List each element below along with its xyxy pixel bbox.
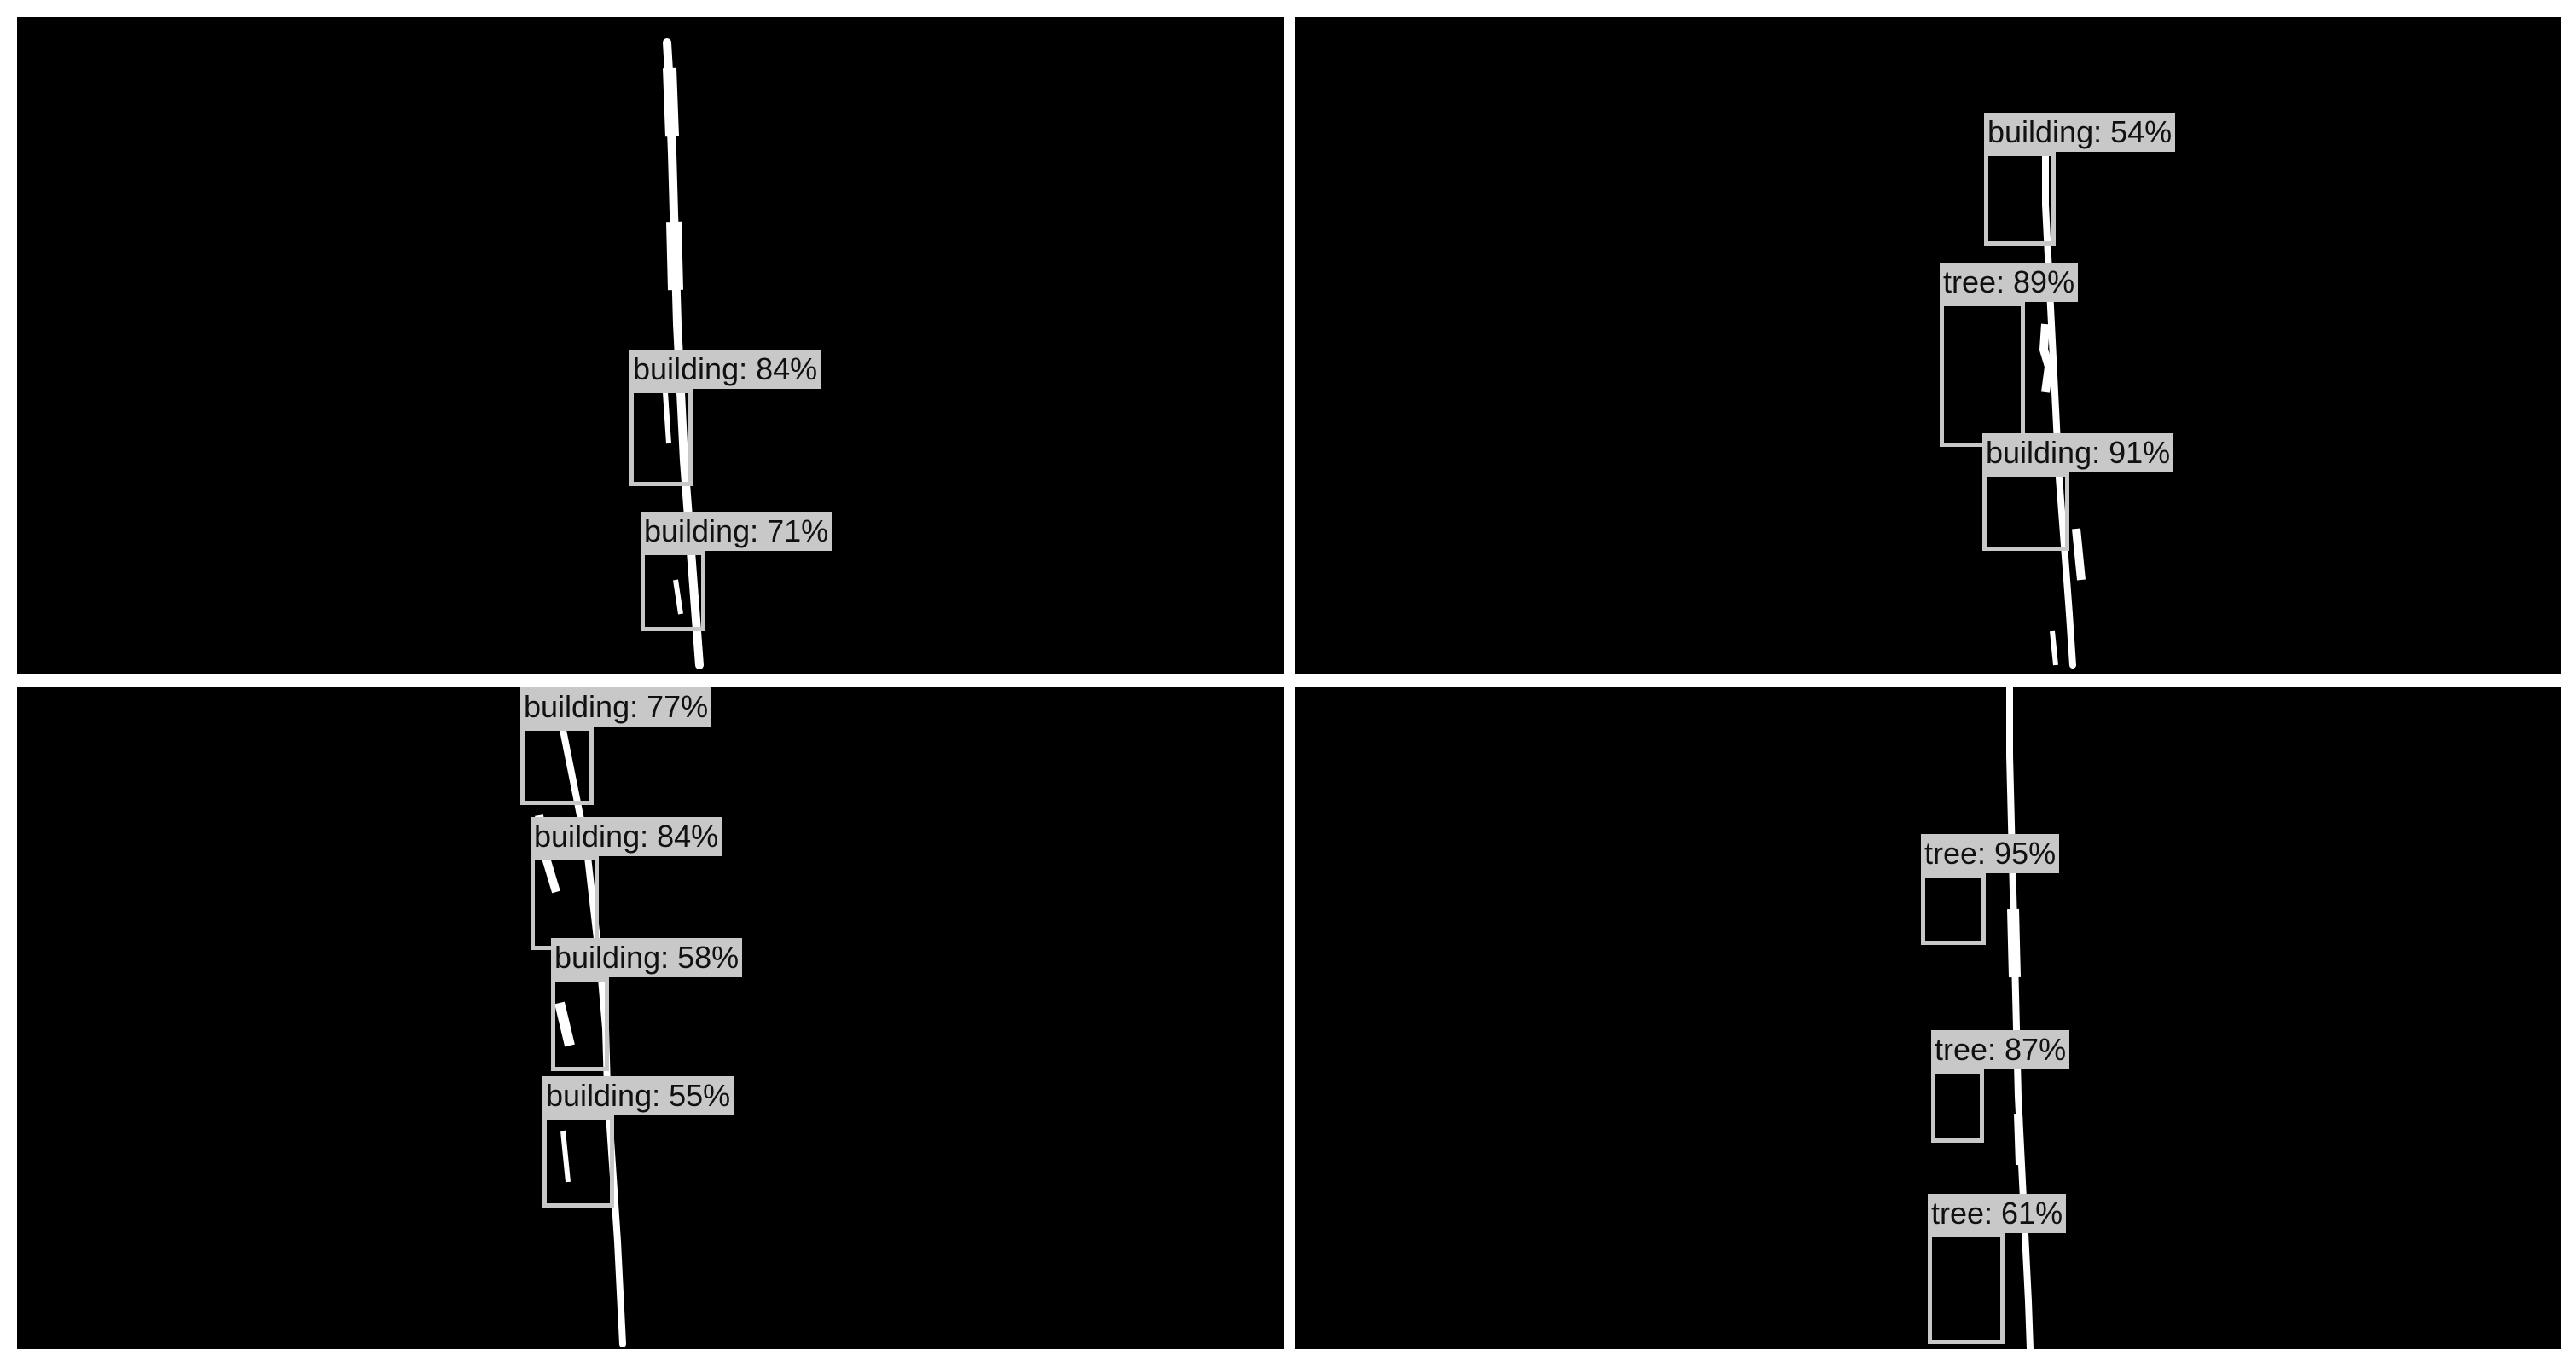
detection-label: tree: 87%	[1931, 1030, 2070, 1069]
signal-trace	[2039, 133, 2086, 669]
bounding-box	[1982, 472, 2069, 551]
signal-trace	[535, 727, 626, 1347]
panel-top-left: building: 84% building: 71%	[17, 17, 1284, 674]
detection-label: building: 84%	[531, 817, 722, 856]
bounding-box	[520, 727, 594, 805]
detection-label: tree: 89%	[1940, 263, 2079, 302]
detection-label: tree: 61%	[1928, 1194, 2067, 1233]
bounding-box	[542, 1115, 614, 1208]
bounding-box	[1921, 873, 1986, 945]
detection-label: building: 77%	[520, 687, 712, 727]
bounding-box	[1940, 302, 2025, 447]
bounding-box	[641, 551, 705, 631]
panel-bottom-left: building: 77% building: 84% building: 58…	[17, 687, 1284, 1349]
bounding-box	[629, 389, 693, 486]
detection-label: building: 55%	[542, 1076, 734, 1115]
bounding-box	[1928, 1233, 2005, 1344]
detection-label: building: 71%	[641, 512, 833, 551]
panel-top-right: building: 54% tree: 89% building: 91%	[1295, 17, 2561, 674]
signal-trace	[2006, 687, 2034, 1349]
bounding-box	[1931, 1069, 1984, 1143]
bounding-box	[551, 977, 609, 1071]
detection-label: building: 84%	[629, 350, 821, 389]
panel-bottom-right: tree: 95% tree: 87% tree: 61%	[1295, 687, 2561, 1349]
bounding-box	[531, 856, 599, 950]
bounding-box	[1984, 152, 2056, 246]
detection-label: building: 58%	[551, 938, 743, 977]
detection-label: tree: 95%	[1921, 834, 2060, 873]
detection-label: building: 91%	[1982, 433, 2174, 472]
detection-label: building: 54%	[1984, 113, 2176, 152]
